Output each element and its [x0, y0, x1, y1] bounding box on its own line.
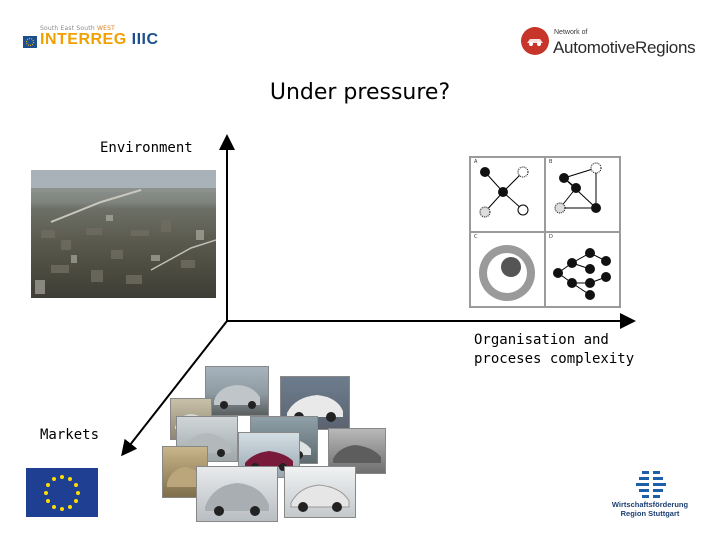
car-photo-10 [284, 466, 356, 518]
environment-axis-label: Environment [100, 139, 193, 158]
diagram-panel-b: B [546, 158, 619, 231]
network-diagram: A B C D [469, 156, 621, 308]
car-photo-9 [196, 466, 278, 522]
organisation-axis-label: Organisation and proceses complexity [474, 331, 634, 369]
city-aerial-photo [31, 170, 216, 298]
eu-flag-icon [26, 468, 98, 517]
stuttgart-logo-text: Wirtschaftsförderung Region Stuttgart [605, 500, 695, 518]
car-photo-1 [205, 366, 269, 416]
car-collage [150, 362, 370, 522]
diagram-panel-a: A [471, 158, 544, 231]
diagram-panel-c: C [471, 233, 544, 306]
diagram-panel-d: D [546, 233, 619, 306]
stuttgart-logo-icon [636, 469, 668, 499]
markets-axis-label: Markets [40, 426, 99, 445]
